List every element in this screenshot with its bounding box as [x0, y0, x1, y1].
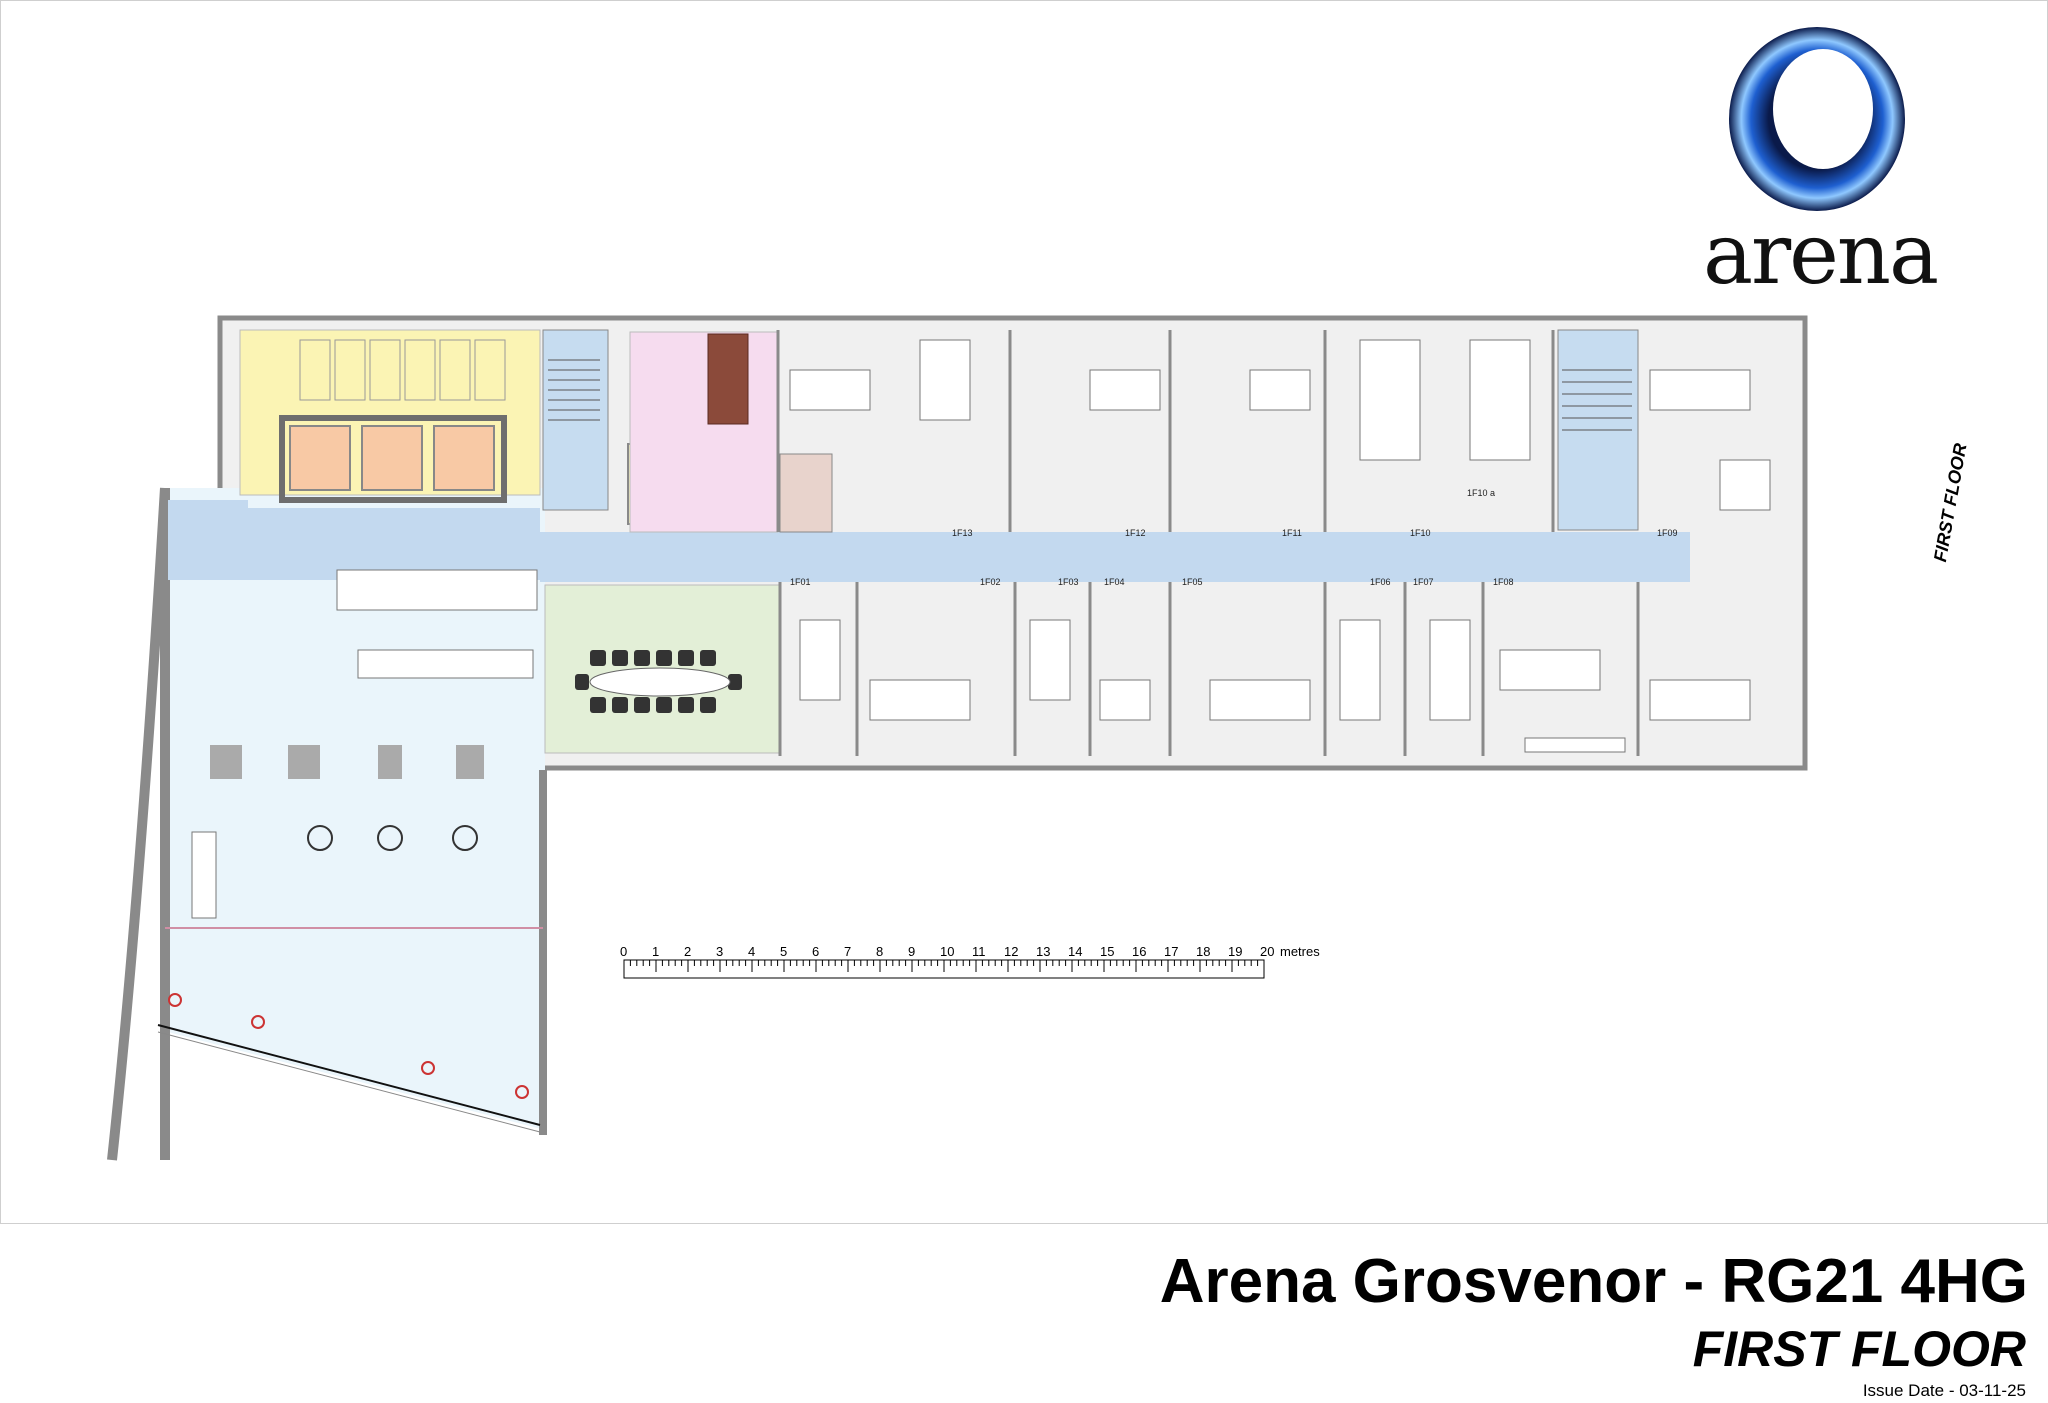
terrace-edge: [157, 1024, 541, 1126]
room-label-1f10a: 1F10 a: [1467, 488, 1495, 498]
scale-tick-label: 13: [1036, 944, 1050, 959]
scale-tick-label: 19: [1228, 944, 1242, 959]
scale-tick-label: 17: [1164, 944, 1178, 959]
room-label-1f06: 1F06: [1370, 577, 1391, 587]
room-label-1f11: 1F11: [1282, 528, 1302, 538]
scale-tick-label: 0: [620, 944, 627, 959]
scale-ticks: [623, 960, 1265, 972]
scale-tick-label: 6: [812, 944, 819, 959]
scale-tick-label: 5: [780, 944, 787, 959]
scale-tick-label: 15: [1100, 944, 1114, 959]
room-label-1f08: 1F08: [1493, 577, 1514, 587]
terrace-edge-2: [157, 1031, 541, 1133]
room-label-1f12: 1F12: [1125, 528, 1146, 538]
room-label-1f02: 1F02: [980, 577, 1001, 587]
scale-tick-label: 11: [972, 944, 986, 959]
logo-wordmark: arena: [1702, 205, 1939, 303]
cafe-wing: [160, 488, 545, 1130]
scale-tick-label: 10: [940, 944, 954, 959]
cafe-wing-curve: [107, 487, 170, 1161]
scale-tick-label: 8: [876, 944, 883, 959]
page-subtitle: FIRST FLOOR: [1692, 1321, 2026, 1377]
scale-tick-label: 20: [1260, 944, 1274, 959]
room-label-1f01: 1F01: [790, 577, 811, 587]
scale-tick-label: 1: [652, 944, 659, 959]
scale-tick-label: 4: [748, 944, 755, 959]
room-label-1f04: 1F04: [1104, 577, 1125, 587]
desk-clusters: [789, 339, 1771, 753]
scale-unit: metres: [1280, 944, 1320, 959]
room-label-1f09: 1F09: [1657, 528, 1678, 538]
room-label-1f13: 1F13: [952, 528, 973, 538]
meeting-room-pink: [629, 331, 779, 533]
scale-tick-label: 2: [684, 944, 691, 959]
arena-logo: [1729, 27, 1905, 211]
boardroom-table: [589, 667, 731, 697]
page-title: Arena Grosvenor - RG21 4HG: [1159, 1247, 2028, 1316]
room-label-1f05: 1F05: [1182, 577, 1203, 587]
cafe-furniture: [168, 569, 538, 1099]
wc-cubicles: [299, 339, 506, 401]
scale-tick-label: 14: [1068, 944, 1082, 959]
issue-date: Issue Date - 03-11-25: [1862, 1381, 2026, 1400]
storage-unit: [779, 453, 833, 533]
north-office-partitions: [776, 330, 1555, 532]
lift-1: [289, 425, 351, 491]
scale-tick-label: 12: [1004, 944, 1018, 959]
west-stair-treads: [548, 359, 600, 421]
boardroom-chairs: [575, 650, 742, 713]
scale-tick-label: 3: [716, 944, 723, 959]
corridor-main: [540, 532, 1690, 582]
meeting-table: [707, 333, 749, 425]
south-office-partitions: [778, 582, 1640, 756]
lift-housing: [279, 415, 507, 503]
boardroom: [544, 584, 781, 754]
scale-tick-label: 18: [1196, 944, 1210, 959]
east-stair-treads: [1562, 369, 1632, 431]
room-label-1f10: 1F10: [1410, 528, 1431, 538]
room-label-1f03: 1F03: [1058, 577, 1079, 587]
scale-tick-label: 9: [908, 944, 915, 959]
room-label-1f07: 1F07: [1413, 577, 1434, 587]
lift-3: [433, 425, 495, 491]
scale-tick-label: 7: [844, 944, 851, 959]
lift-2: [361, 425, 423, 491]
scale-tick-label: 16: [1132, 944, 1146, 959]
floor-plan: 1F13 1F12 1F11 1F10 1F10 a 1F09 1F01 1F0…: [107, 315, 1808, 1161]
